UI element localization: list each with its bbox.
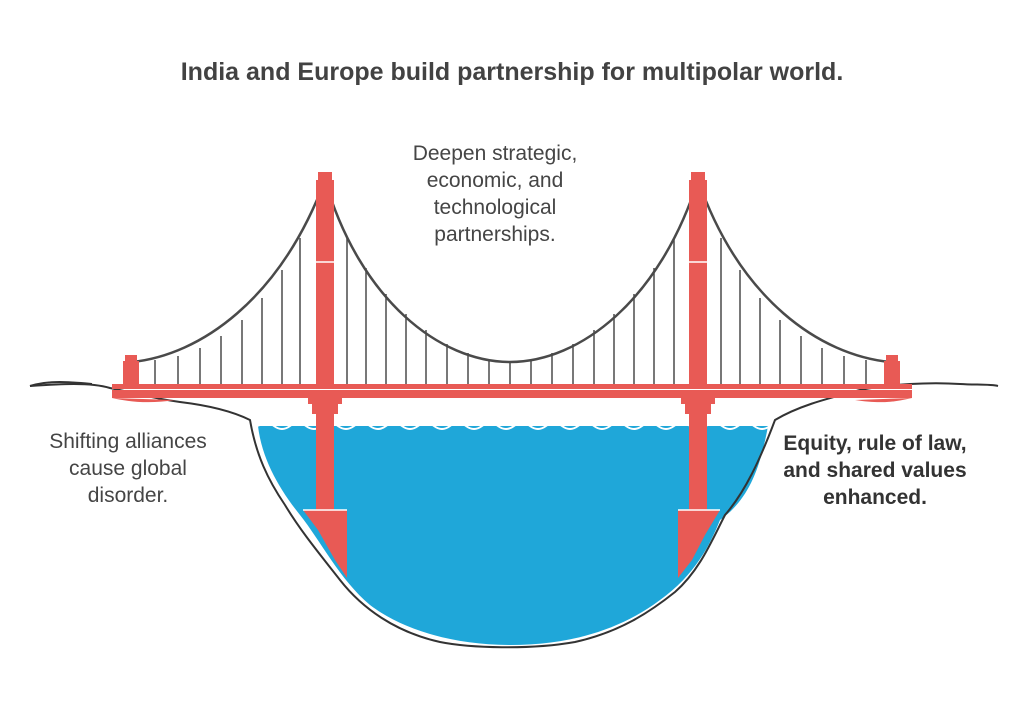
water-body <box>258 426 768 645</box>
main-cable-left <box>131 179 327 364</box>
bridge-deck <box>112 384 912 403</box>
suspender-cables <box>154 238 867 384</box>
tower-left <box>303 172 347 578</box>
ground-left-edge <box>29 381 93 387</box>
end-pier-left <box>123 355 139 385</box>
label-partnerships: Deepen strategic, economic, and technolo… <box>412 142 578 246</box>
main-cable-right <box>696 179 891 364</box>
end-pier-right <box>884 355 900 385</box>
diagram-title: India and Europe build partnership for m… <box>180 58 844 86</box>
label-shared-values: Equity, rule of law, and shared values e… <box>783 432 967 509</box>
tower-right <box>678 172 720 578</box>
label-shifting-alliances: Shifting alliances cause global disorder… <box>49 430 207 507</box>
water-surface-waves <box>257 422 771 430</box>
